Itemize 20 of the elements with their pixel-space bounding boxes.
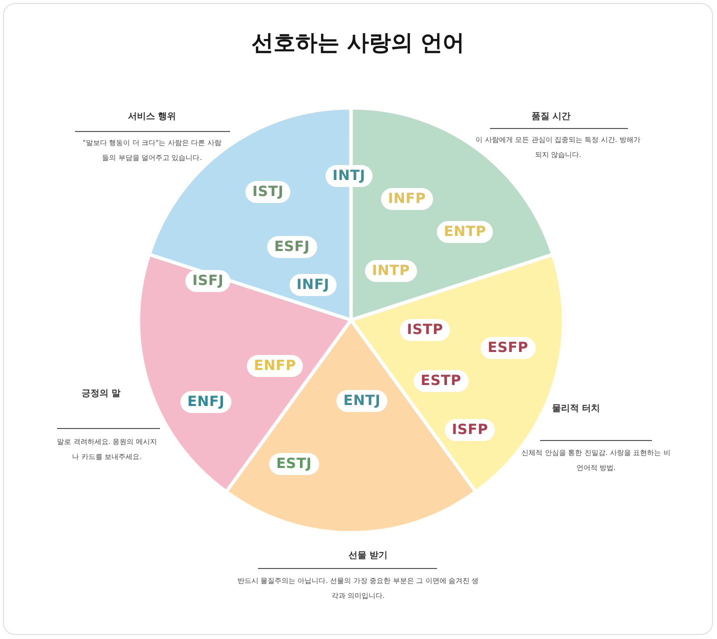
type-badge: INFJ xyxy=(290,274,336,296)
title: 선호하는 사랑의 언어 xyxy=(251,30,465,58)
type-badge: ENFJ xyxy=(180,391,232,413)
callout-heading: 품질 시간 xyxy=(531,111,571,123)
type-badge: INTJ xyxy=(326,165,372,187)
type-badge: ENTJ xyxy=(336,390,388,412)
type-badge: ESFJ xyxy=(267,236,317,258)
callout-heading: 긍정의 말 xyxy=(81,388,121,400)
type-badge: ISFP xyxy=(444,419,496,441)
type-badge: ENFP xyxy=(246,355,304,377)
callout-heading: 물리적 터치 xyxy=(552,403,600,415)
type-badge: ESFP xyxy=(480,337,536,359)
type-badge: ESTJ xyxy=(269,453,319,475)
type-badge: INFP xyxy=(381,188,433,210)
type-badge: ESTP xyxy=(414,370,468,392)
callout-heading: 서비스 행위 xyxy=(128,111,176,123)
type-badge: INTP xyxy=(365,260,417,282)
type-badge: ISTP xyxy=(400,319,450,341)
callout-heading: 선물 받기 xyxy=(348,550,388,562)
type-badge: ENTP xyxy=(436,221,494,243)
